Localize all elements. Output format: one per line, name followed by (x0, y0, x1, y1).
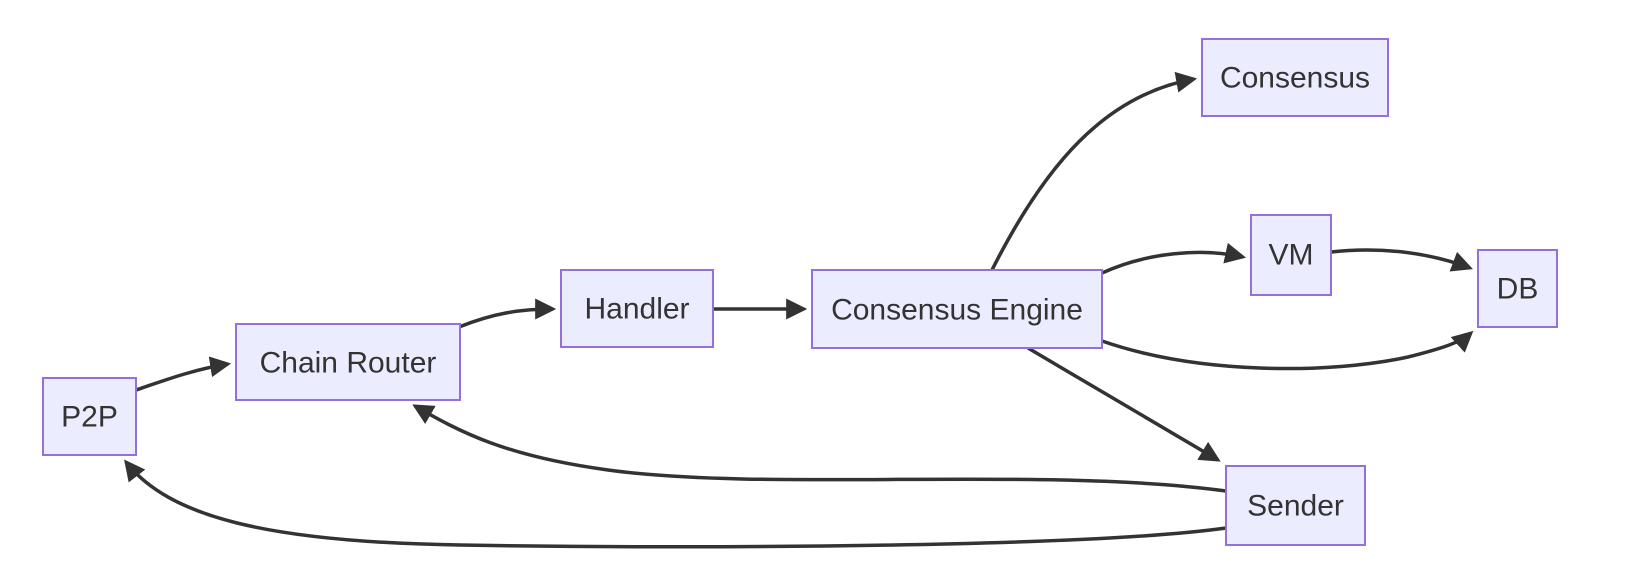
edge-vm-to-db (1330, 248, 1473, 272)
node-p2p-box (42, 377, 137, 456)
edge-consensus-engine-to-consensus (990, 71, 1198, 271)
node-chain-router-box (235, 323, 461, 401)
edge-chain-router-to-handler (458, 298, 557, 329)
node-chain-router-label: Chain Router (260, 347, 437, 380)
node-sender: Sender (1225, 465, 1366, 546)
edge-sender-to-p2p (124, 459, 1227, 549)
edge-sender-to-chain-router (412, 404, 1227, 493)
edge-consensus-engine-to-sender (1027, 346, 1221, 462)
node-db: DB (1477, 249, 1558, 328)
node-sender-box (1225, 465, 1366, 546)
node-consensus-engine: Consensus Engine (811, 269, 1103, 349)
node-vm-label: VM (1269, 239, 1314, 272)
node-consensus-engine-box (811, 269, 1103, 349)
node-handler-label: Handler (584, 293, 689, 326)
node-consensus-box (1201, 38, 1389, 117)
nodes-layer: P2P Chain Router Handler Consensus Engin… (42, 38, 1558, 546)
node-vm: VM (1250, 214, 1332, 296)
edges-layer (124, 71, 1474, 549)
node-db-label: DB (1497, 273, 1539, 306)
node-p2p-label: P2P (61, 401, 118, 434)
node-handler-box (560, 269, 714, 348)
node-chain-router: Chain Router (235, 323, 461, 401)
node-sender-label: Sender (1247, 490, 1344, 523)
edge-consensus-engine-to-db (1101, 330, 1474, 371)
node-vm-box (1250, 214, 1332, 296)
edge-consensus-engine-to-vm (1101, 242, 1247, 275)
node-p2p: P2P (42, 377, 137, 456)
node-consensus-engine-label: Consensus Engine (831, 294, 1083, 327)
node-consensus: Consensus (1201, 38, 1389, 117)
node-handler: Handler (560, 269, 714, 348)
node-consensus-label: Consensus (1220, 62, 1370, 95)
node-db-box (1477, 249, 1558, 328)
edge-p2p-to-chain-router (135, 356, 232, 392)
